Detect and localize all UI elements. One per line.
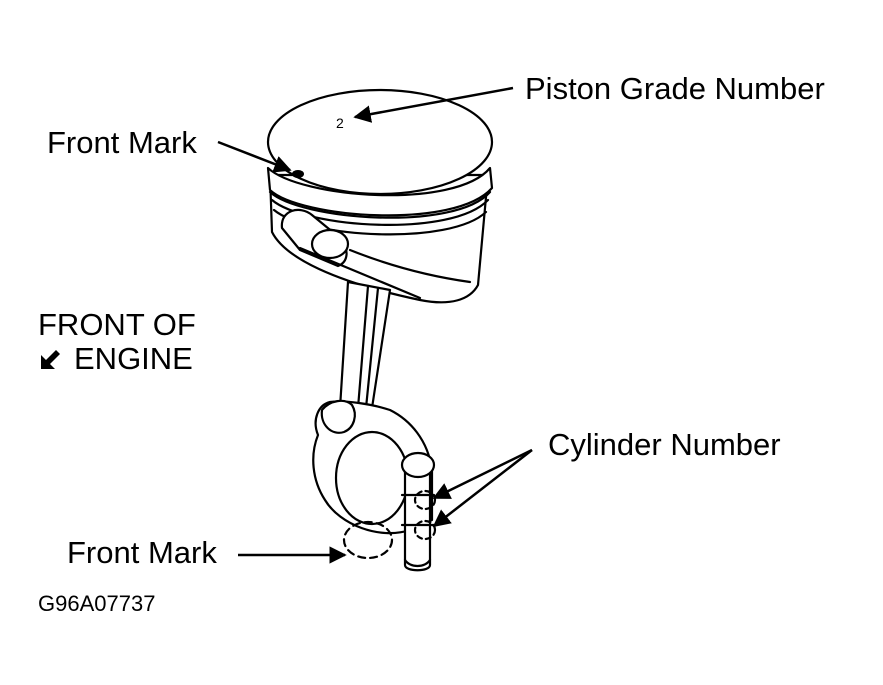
front-mark-bottom-circle	[342, 520, 394, 560]
cylinder-number-leader-2	[432, 449, 533, 528]
piston-grade-leader	[353, 86, 514, 123]
cylinder-number-leader-1	[432, 448, 533, 500]
front-mark-top-leader	[217, 140, 292, 173]
big-end	[312, 399, 436, 572]
front-mark-top-label: Front Mark	[47, 125, 197, 160]
front-mark-bottom-label: Front Mark	[67, 535, 217, 570]
piston-grade-number-label: Piston Grade Number	[525, 71, 825, 106]
piston: 2	[266, 88, 494, 304]
cylinder-number-label: Cylinder Number	[548, 427, 781, 462]
front-of-engine-label: FRONT OF ENGINE	[38, 308, 196, 376]
arrow-down-left-icon	[41, 350, 60, 369]
figure-code: G96A07737	[38, 591, 156, 616]
front-of-engine-line2: ENGINE	[74, 341, 193, 376]
front-of-engine-line1: FRONT OF	[38, 307, 196, 342]
piston-stamp-text: 2	[336, 115, 344, 131]
connecting-rod-shank	[338, 280, 392, 410]
